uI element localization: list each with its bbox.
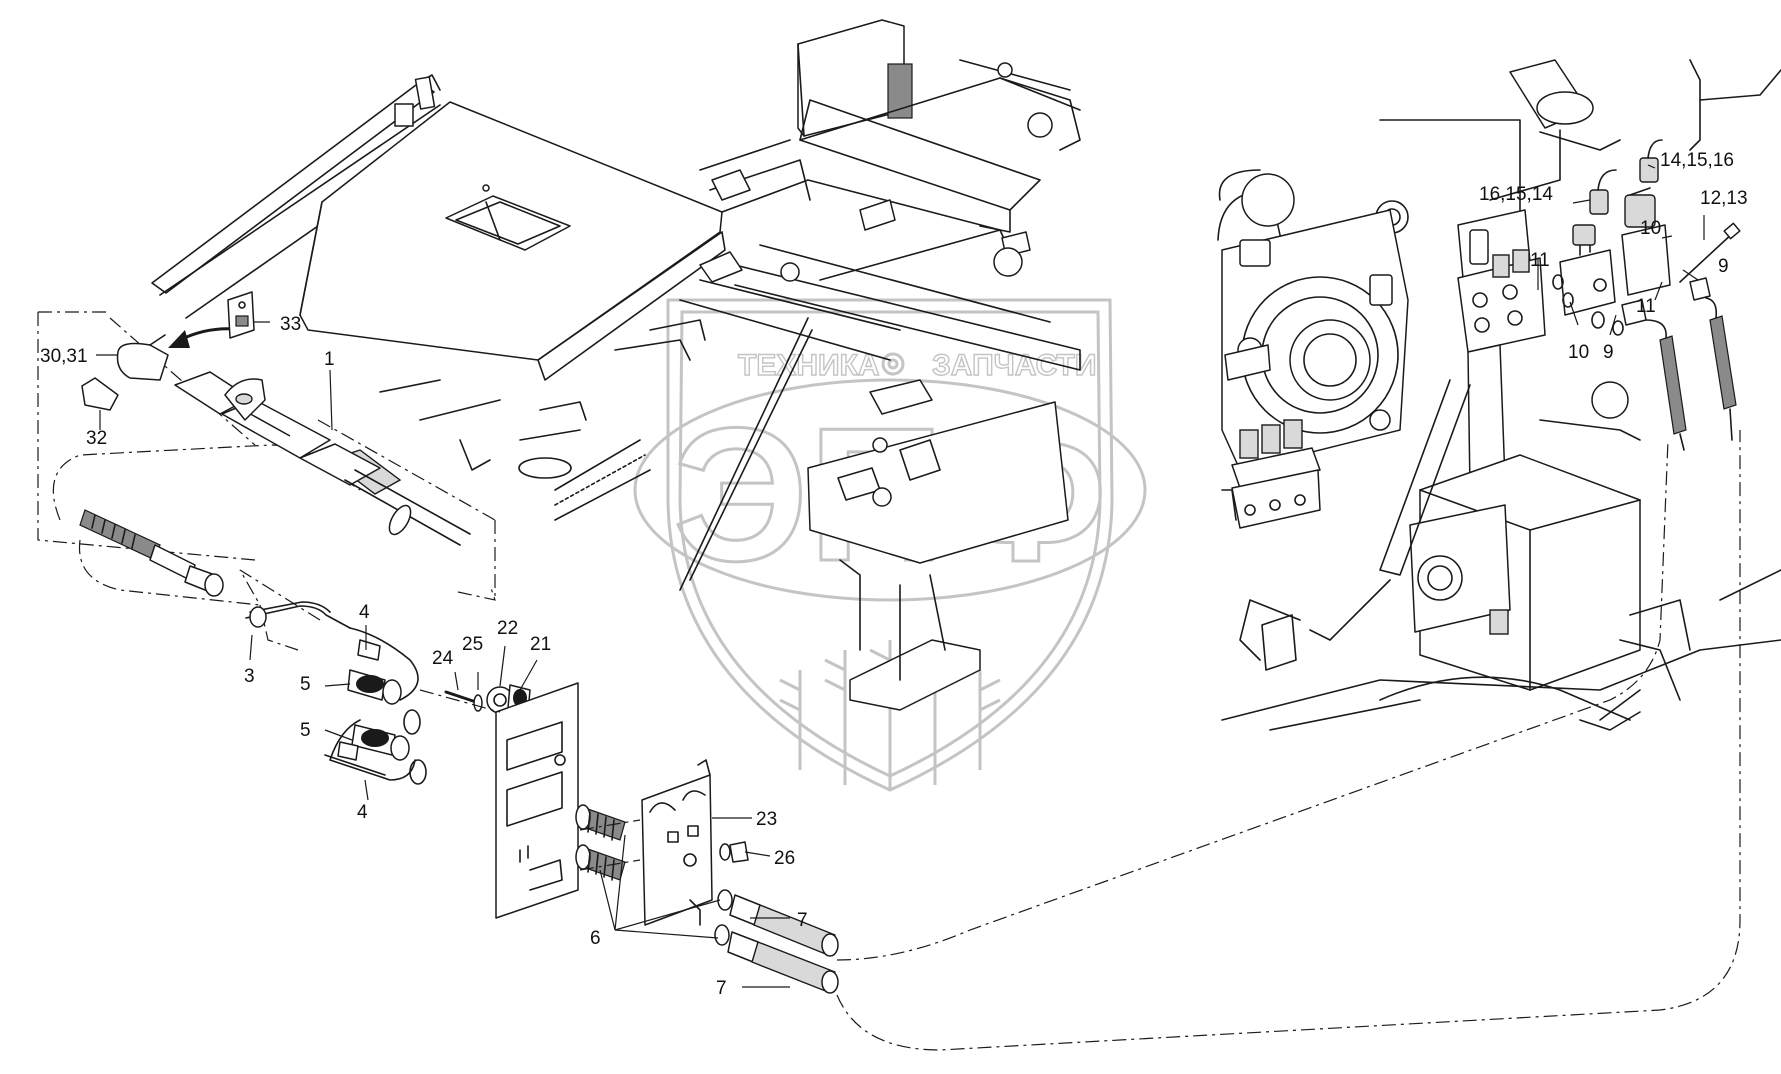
- callout-labels: 1 33 30,31 32 3 4 5 5 4 24 25 22 21 23 2…: [40, 150, 1748, 999]
- callout-33: 33: [280, 314, 301, 335]
- callout-6: 6: [590, 928, 601, 949]
- callout-32: 32: [86, 428, 107, 449]
- callout-3: 3: [244, 666, 255, 687]
- callout-4-bottom: 4: [357, 802, 368, 823]
- callout-9-right: 9: [1718, 256, 1729, 277]
- pto-shaft-group: [37, 291, 496, 651]
- callout-11-bottom: 11: [1636, 296, 1656, 317]
- callout-11-top: 11: [1530, 250, 1550, 271]
- leader-lines: [96, 164, 1705, 988]
- callout-23: 23: [756, 809, 777, 830]
- callout-30-31: 30,31: [40, 346, 88, 367]
- callout-5-top: 5: [300, 674, 311, 695]
- callout-22: 22: [497, 618, 518, 639]
- watermark-gear-icon: [881, 352, 905, 376]
- right-hydraulic-assembly: [1217, 59, 1781, 731]
- callout-26: 26: [774, 848, 795, 869]
- tractor-frame-cover: [151, 19, 1081, 711]
- callout-25: 25: [462, 634, 483, 655]
- callout-14-15-16: 14,15,16: [1660, 150, 1734, 171]
- callout-9-bottom: 9: [1603, 342, 1614, 363]
- callout-10-bottom: 10: [1568, 342, 1589, 363]
- callout-10-right: 10: [1640, 218, 1661, 239]
- callout-16-15-14: 16,15,14: [1479, 184, 1553, 205]
- callout-7-top: 7: [797, 910, 808, 931]
- callout-5-bottom: 5: [300, 720, 311, 741]
- callout-12-13: 12,13: [1700, 188, 1748, 209]
- callout-21: 21: [530, 634, 551, 655]
- callout-24: 24: [432, 648, 454, 669]
- watermark-text-left: ТЕХНИКА: [738, 349, 880, 382]
- callout-4-top: 4: [359, 602, 370, 623]
- callout-1: 1: [324, 349, 335, 370]
- callout-7-bottom: 7: [716, 978, 727, 999]
